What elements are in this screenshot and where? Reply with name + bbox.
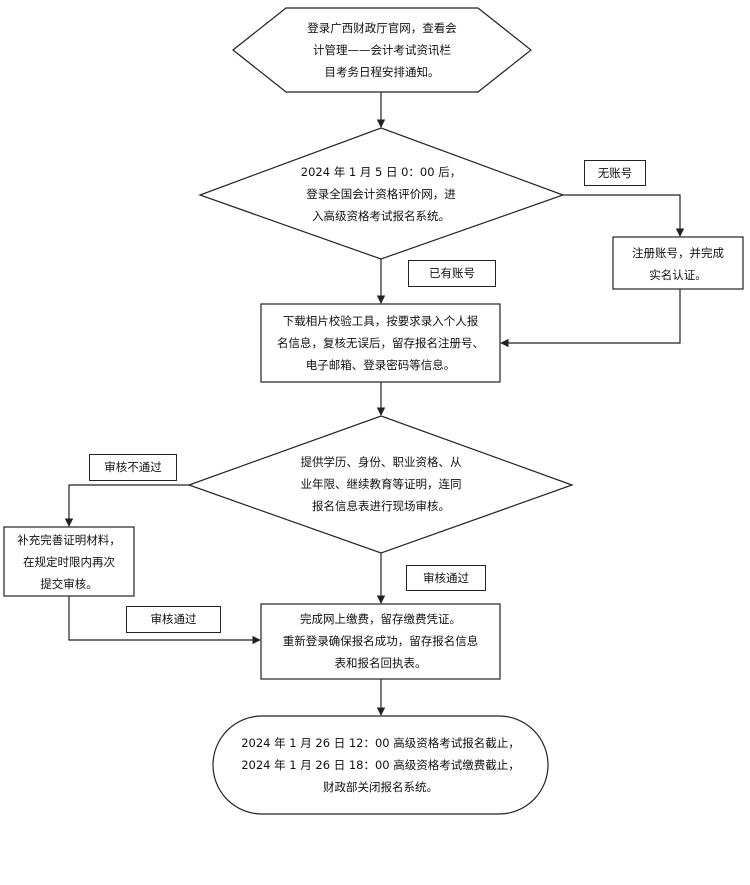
fill-info-text: 下载相片校验工具，按要求录入个人报 名信息，复核无误后，留存报名注册号、 电子邮… — [261, 310, 500, 376]
fill-info-line: 电子邮箱、登录密码等信息。 — [305, 358, 456, 372]
payment-text: 完成网上缴费，留存缴费凭证。 重新登录确保报名成功，留存报名信息 表和报名回执表… — [261, 608, 500, 674]
start-line: 登录广西财政厅官网，查看会 — [307, 21, 457, 35]
login-decision-line: 登录全国会计资格评价网，进 — [306, 187, 456, 201]
fill-info-line: 下载相片校验工具，按要求录入个人报 — [282, 314, 479, 328]
end-line: 2024 年 1 月 26 日 12：00 高级资格考试报名截止， — [241, 736, 520, 750]
payment-line: 表和报名回执表。 — [334, 656, 427, 670]
register-box — [612, 236, 744, 290]
register-text: 注册账号，并完成 实名认证。 — [613, 242, 743, 286]
supplement-line: 提交审核。 — [40, 577, 98, 591]
login-decision-line: 入高级资格考试报名系统。 — [312, 209, 450, 223]
end-text: 2024 年 1 月 26 日 12：00 高级资格考试报名截止， 2024 年… — [213, 732, 548, 798]
review-failed-label: 审核不通过 — [89, 454, 177, 481]
payment-line: 完成网上缴费，留存缴费凭证。 — [300, 612, 461, 626]
start-line: 目考务日程安排通知。 — [324, 65, 440, 79]
edge-register-to-fillinfo — [500, 289, 681, 348]
supplement-line: 补充完善证明材料， — [17, 533, 121, 547]
supplement-line: 在规定时限内再次 — [23, 555, 115, 569]
supplement-text: 补充完善证明材料， 在规定时限内再次 提交审核。 — [4, 529, 134, 595]
payment-box — [260, 603, 501, 680]
review-passed-supplement-label: 审核通过 — [126, 606, 221, 633]
register-line: 实名认证。 — [649, 268, 707, 282]
review-decision-line: 业年限、继续教育等证明，连同 — [300, 477, 462, 491]
supplement-box — [3, 526, 135, 597]
start-text: 登录广西财政厅官网，查看会 计管理——会计考试资讯栏 目考务日程安排通知。 — [276, 17, 488, 83]
start-hexagon — [232, 7, 532, 93]
fill-info-line: 名信息，复核无误后，留存报名注册号、 — [277, 336, 484, 350]
register-line: 注册账号，并完成 — [632, 246, 724, 260]
review-decision-line: 提供学历、身份、职业资格、从 — [300, 455, 462, 469]
edge-supplement-to-payment — [68, 596, 261, 645]
has-account-label: 已有账号 — [408, 260, 496, 287]
payment-line: 重新登录确保报名成功，留存报名信息 — [282, 634, 479, 648]
edge-decision-to-register — [563, 194, 685, 237]
login-decision-text: 2024 年 1 月 5 日 0：00 后， 登录全国会计资格评价网，进 入高级… — [271, 161, 491, 227]
review-decision-line: 报名信息表进行现场审核。 — [312, 499, 450, 513]
end-terminator — [212, 715, 549, 815]
review-passed-main-label: 审核通过 — [406, 565, 486, 591]
fill-info-box — [260, 303, 501, 383]
review-decision-text: 提供学历、身份、职业资格、从 业年限、继续教育等证明，连同 报名信息表进行现场审… — [266, 451, 496, 517]
edge-review-to-supplement — [64, 484, 189, 527]
end-line: 财政部关闭报名系统。 — [323, 780, 438, 794]
start-line: 计管理——会计考试资讯栏 — [313, 43, 451, 57]
login-decision-line: 2024 年 1 月 5 日 0：00 后， — [300, 165, 462, 179]
no-account-label: 无账号 — [584, 160, 646, 186]
end-line: 2024 年 1 月 26 日 18：00 高级资格考试缴费截止， — [241, 758, 520, 772]
